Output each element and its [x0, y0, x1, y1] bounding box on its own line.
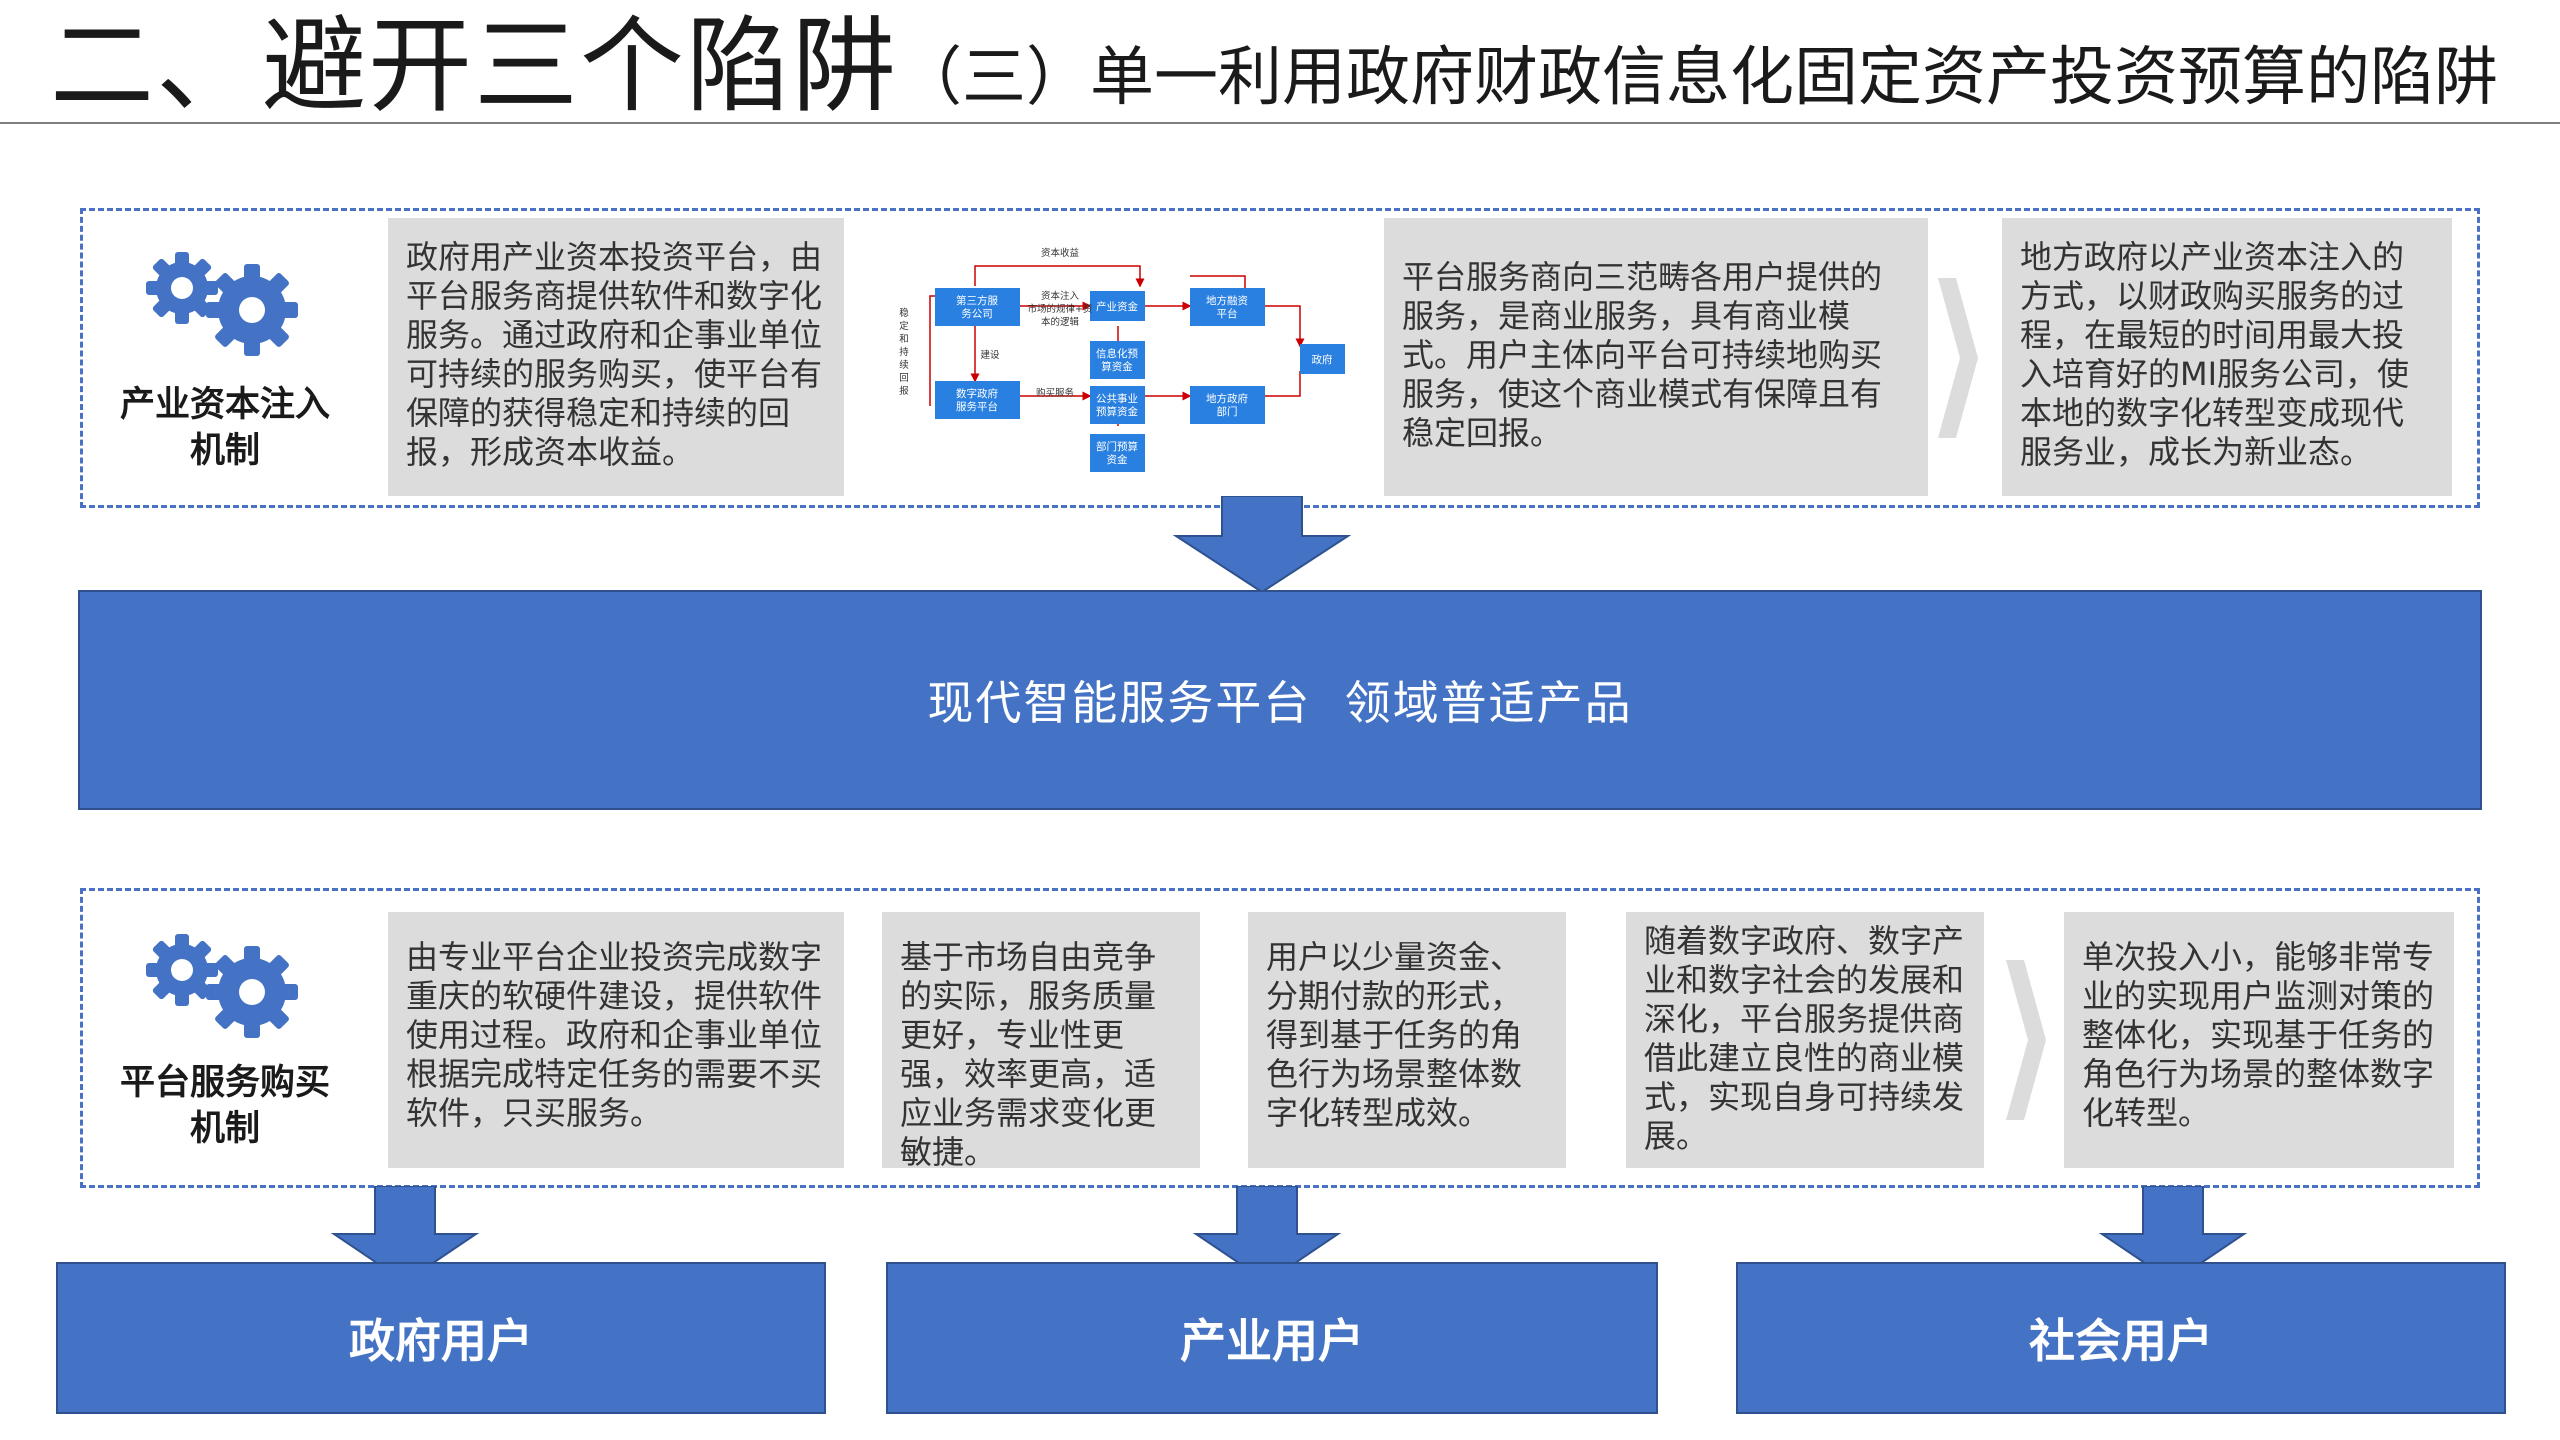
- svg-text:预算资金: 预算资金: [1096, 405, 1138, 418]
- arrow-down-icon: [2098, 1186, 2248, 1284]
- sustainable-development-box: 随着数字政府、数字产业和数字社会的发展和深化，平台服务提供商借此建立良性的商业模…: [1626, 912, 1984, 1168]
- svg-text:资金: 资金: [1107, 453, 1129, 466]
- platform-investment-box: 由专业平台企业投资完成数字重庆的软硬件建设，提供软件使用过程。政府和企事业单位根…: [388, 912, 844, 1168]
- svg-text:和: 和: [899, 334, 909, 345]
- svg-text:本的逻辑: 本的逻辑: [1041, 316, 1080, 328]
- node-local-dept: [1190, 386, 1265, 424]
- node-dept-budget: [1090, 434, 1145, 472]
- industry-user-box: 产业用户: [886, 1262, 1658, 1414]
- capital-flow-diagram: 第三方服 务公司 产业资金 地方融资 平台 政府 信息化预 算资金 数字政府 服…: [899, 247, 1345, 472]
- svg-text:务公司: 务公司: [961, 307, 993, 320]
- market-competition-box: 基于市场自由竞争的实际，服务质量更好，专业性更强，效率更高，适应业务需求变化更敏…: [882, 912, 1200, 1171]
- small-investment-box: 单次投入小，能够非常专业的实现用户监测对策的整体化，实现基于任务的角色行为场景的…: [2064, 912, 2454, 1168]
- svg-text:定: 定: [899, 320, 909, 332]
- svg-text:算资金: 算资金: [1101, 360, 1133, 373]
- node-government: [1300, 344, 1345, 374]
- gov-user-box: 政府用户: [56, 1262, 826, 1414]
- svg-text:政府: 政府: [1312, 353, 1333, 366]
- svg-text:产业资金: 产业资金: [1096, 300, 1138, 313]
- svg-text:持: 持: [899, 346, 909, 358]
- page-title: 二、避开三个陷阱: [50, 5, 899, 127]
- arrow-down-icon: [1192, 1186, 1342, 1284]
- node-industry-fund: [1090, 291, 1145, 321]
- svg-text:回: 回: [899, 373, 909, 384]
- platform-label: 现代智能服务平台 领域普适产品: [927, 676, 1633, 730]
- svg-text:服务平台: 服务平台: [956, 400, 998, 413]
- installment-payment-box: 用户以少量资金、分期付款的形式，得到基于任务的角色行为场景整体数字化转型成效。: [1248, 912, 1566, 1168]
- gears-icon: [146, 934, 298, 1038]
- node-third-party-label: 第三方服: [956, 294, 998, 307]
- society-user-label: 社会用户: [2029, 1314, 2213, 1368]
- svg-text:报: 报: [899, 385, 909, 397]
- svg-text:数字政府: 数字政府: [956, 387, 998, 400]
- gov-user-label: 政府用户: [349, 1314, 533, 1368]
- svg-text:平台: 平台: [1217, 307, 1238, 320]
- platform-bar: 现代智能服务平台 领域普适产品: [78, 590, 2482, 810]
- capital-description-box: 政府用产业资本投资平台，由平台服务商提供软件和数字化服务。通过政府和企事业单位可…: [388, 218, 844, 496]
- society-user-box: 社会用户: [1736, 1262, 2506, 1414]
- service-purchase-label: 平台服务购买机制: [120, 1063, 331, 1149]
- chevron-right-icon: [1938, 278, 1978, 438]
- svg-text:地方政府: 地方政府: [1206, 392, 1248, 405]
- svg-text:部门: 部门: [1217, 405, 1238, 418]
- gears-icon: [146, 252, 298, 356]
- node-digital-gov: [935, 381, 1020, 419]
- node-public-budget: [1090, 386, 1145, 424]
- industry-user-label: 产业用户: [1180, 1314, 1364, 1368]
- label-stable-return: 稳 定 和 持 续 回 报: [899, 307, 909, 397]
- local-government-box: 地方政府以产业资本注入的方式，以财政购买服务的过程，在最短的时间用最大投入培育好…: [2002, 218, 2452, 496]
- node-local-finance: [1190, 288, 1265, 326]
- label-capital-injection: 资本注入: [1041, 290, 1080, 302]
- node-third-party: [935, 288, 1020, 326]
- svg-text:续: 续: [899, 359, 909, 371]
- label-build: 建设: [980, 349, 1000, 361]
- label-market-logic: 市场的规律+资: [1028, 303, 1093, 315]
- svg-text:信息化预: 信息化预: [1096, 347, 1138, 360]
- title-divider: [0, 122, 2560, 124]
- commercial-service-box: 平台服务商向三范畴各用户提供的服务，是商业服务，具有商业模式。用户主体向平台可持…: [1384, 218, 1928, 496]
- svg-text:稳: 稳: [899, 307, 909, 319]
- svg-text:公共事业: 公共事业: [1096, 392, 1138, 405]
- capital-injection-label: 产业资本注入机制: [120, 385, 331, 471]
- arrow-down-icon: [1172, 496, 1352, 594]
- page-subtitle: （三）单一利用政府财政信息化固定资产投资预算的陷阱: [898, 41, 2498, 115]
- node-it-budget: [1090, 341, 1145, 379]
- chevron-right-icon: [2006, 960, 2046, 1120]
- label-buy-service: 购买服务: [1036, 387, 1075, 399]
- label-capital-return: 资本收益: [1041, 247, 1080, 259]
- svg-text:地方融资: 地方融资: [1206, 294, 1248, 307]
- arrow-down-icon: [330, 1186, 480, 1284]
- svg-text:部门预算: 部门预算: [1096, 440, 1138, 453]
